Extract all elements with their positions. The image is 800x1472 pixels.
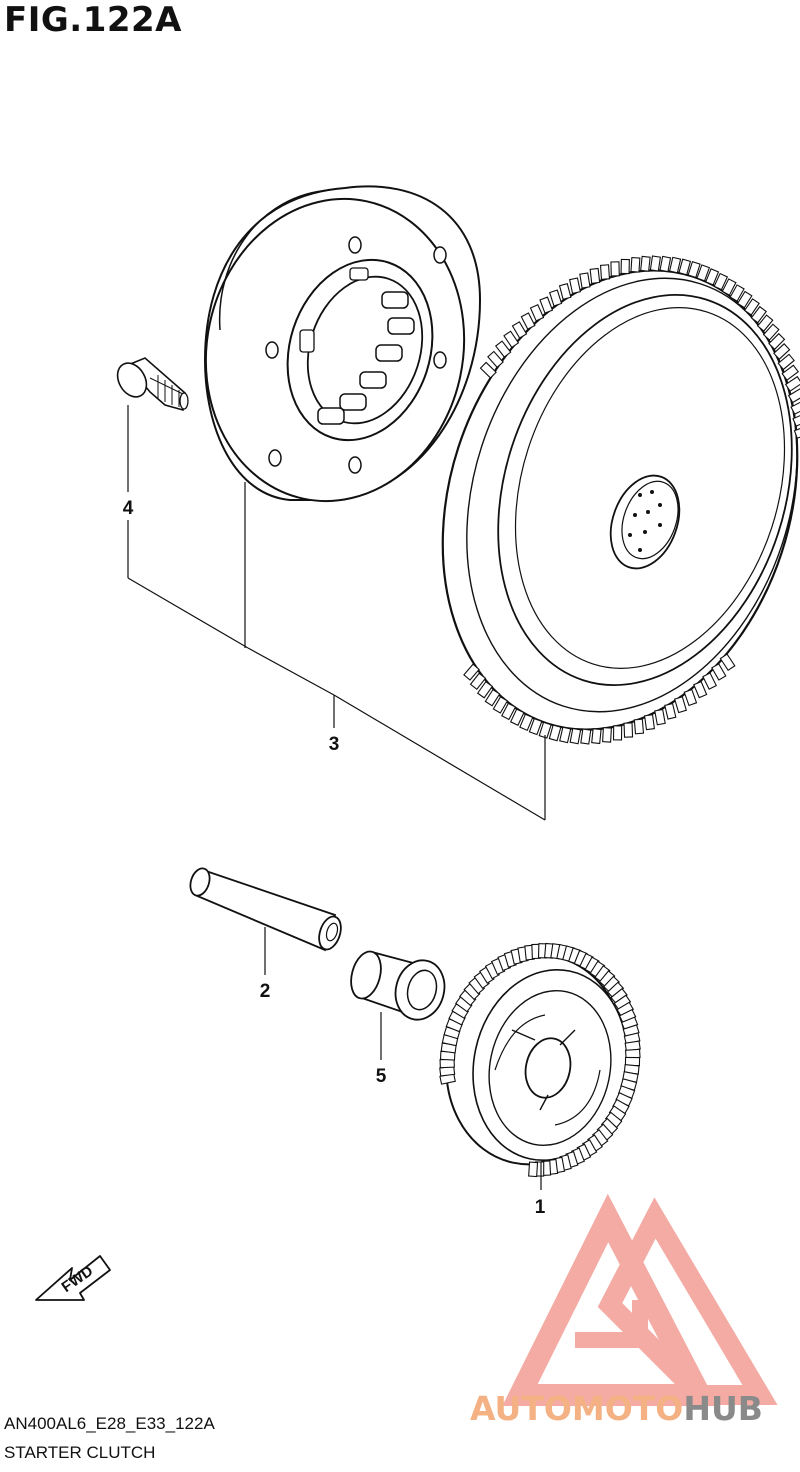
starter-driven-gear-icon bbox=[439, 942, 641, 1178]
bolt-icon bbox=[116, 357, 189, 412]
gear-tooth bbox=[476, 681, 494, 699]
gear-tooth bbox=[591, 728, 602, 745]
gear-tooth bbox=[768, 332, 786, 351]
gear-tooth bbox=[787, 387, 800, 404]
watermark-logo-icon bbox=[502, 1193, 778, 1406]
gear-tooth bbox=[528, 1161, 539, 1178]
gear-tooth bbox=[654, 708, 666, 726]
gear-tooth bbox=[559, 726, 572, 744]
gear-tooth bbox=[696, 264, 711, 282]
gear-tooth bbox=[773, 343, 791, 360]
gear-tooth bbox=[509, 708, 525, 726]
gear-tooth bbox=[721, 278, 737, 296]
gear-tooth bbox=[612, 725, 623, 741]
gear-tooth bbox=[736, 290, 753, 309]
gear-tooth bbox=[762, 323, 780, 341]
flywheel-ring-gear-icon bbox=[441, 255, 800, 745]
callout-part-1: 1 bbox=[535, 1197, 546, 1218]
gear-tooth bbox=[743, 298, 760, 316]
leader-lines bbox=[127, 405, 546, 1190]
gear-tooth bbox=[793, 425, 800, 439]
gear-tooth bbox=[705, 268, 720, 286]
starter-clutch-body-icon bbox=[203, 185, 482, 503]
gear-tooth bbox=[529, 304, 545, 322]
gear-tooth bbox=[569, 727, 582, 745]
gear-tooth bbox=[713, 272, 729, 291]
gear-tooth bbox=[643, 714, 656, 731]
callout-part-3: 3 bbox=[329, 734, 340, 755]
gear-tooth bbox=[640, 255, 651, 272]
gear-tooth bbox=[649, 255, 662, 272]
brand-auto: AUTO bbox=[470, 1389, 572, 1428]
brand-hub: HUB bbox=[683, 1389, 763, 1428]
callout-part-2: 2 bbox=[260, 981, 271, 1002]
gear-tooth bbox=[503, 330, 520, 349]
gear-tooth bbox=[756, 314, 774, 332]
gear-tooth bbox=[558, 283, 572, 300]
gear-tooth bbox=[492, 696, 509, 714]
gear-tooth bbox=[469, 672, 487, 691]
gear-tooth bbox=[693, 680, 708, 699]
gear-tooth bbox=[683, 688, 698, 707]
gear-tooth bbox=[623, 722, 634, 738]
gear-tooth bbox=[568, 277, 582, 295]
gear-tooth bbox=[589, 267, 601, 284]
gear-tooth bbox=[602, 727, 612, 743]
gear-tooth bbox=[792, 412, 800, 427]
gear-tooth bbox=[673, 696, 688, 714]
gear-tooth bbox=[463, 663, 480, 681]
gear-tooth bbox=[659, 255, 672, 273]
gear-tooth bbox=[519, 713, 534, 732]
gear-tooth bbox=[687, 261, 701, 279]
gear-tooth bbox=[487, 350, 504, 369]
gear-tooth bbox=[633, 718, 645, 735]
figure-title: FIG.122A bbox=[4, 0, 182, 40]
gear-tooth bbox=[610, 261, 620, 277]
gear-tooth bbox=[678, 258, 692, 276]
gear-tooth bbox=[781, 364, 799, 381]
shaft-icon bbox=[189, 867, 342, 952]
callout-part-5: 5 bbox=[376, 1066, 387, 1087]
diagram-name: STARTER CLUTCH bbox=[4, 1443, 156, 1462]
gear-tooth bbox=[620, 258, 630, 275]
gear-tooth bbox=[538, 721, 552, 739]
gear-tooth bbox=[580, 728, 592, 745]
gear-tooth bbox=[539, 296, 554, 314]
gear-tooth bbox=[630, 256, 641, 273]
gear-tooth bbox=[702, 672, 718, 690]
gear-tooth bbox=[668, 256, 682, 274]
gear-tooth bbox=[494, 340, 512, 358]
callout-part-4: 4 bbox=[123, 498, 134, 519]
gear-tooth bbox=[484, 688, 501, 707]
gear-tooth bbox=[579, 272, 591, 289]
fwd-arrow-icon: FWD bbox=[35, 1255, 111, 1301]
gear-tooth bbox=[479, 361, 497, 379]
gear-tooth bbox=[729, 284, 745, 302]
gear-tooth bbox=[511, 321, 528, 339]
gear-tooth bbox=[750, 305, 767, 324]
gear-tooth bbox=[520, 312, 536, 330]
gear-tooth bbox=[711, 663, 727, 681]
gear-tooth bbox=[599, 264, 611, 280]
gear-tooth bbox=[528, 717, 543, 736]
watermark-brand: AUTOMOTOHUB bbox=[470, 1389, 763, 1428]
gear-tooth bbox=[719, 653, 736, 672]
brand-moto: MOTO bbox=[571, 1389, 684, 1428]
gear-tooth bbox=[777, 353, 795, 371]
gear-tooth bbox=[501, 702, 517, 721]
diagram-code: AN400AL6_E28_E33_122A bbox=[4, 1414, 215, 1433]
gear-tooth bbox=[790, 399, 800, 415]
gear-tooth bbox=[664, 702, 677, 720]
bushing-icon bbox=[350, 950, 446, 1021]
gear-tooth bbox=[548, 724, 562, 742]
gear-tooth bbox=[548, 289, 563, 307]
